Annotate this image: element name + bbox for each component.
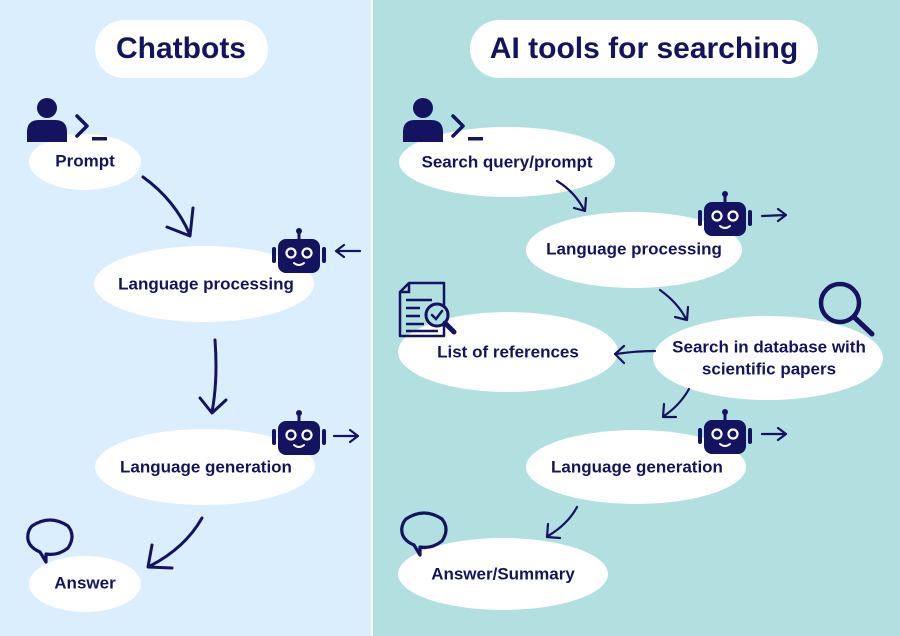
- arrow-into-robot: [334, 243, 362, 259]
- arrow-generation-to-answer: [146, 516, 204, 570]
- search-tools-title-pill: [470, 20, 818, 78]
- arrow-generation-to-answer: [545, 505, 579, 540]
- generation-label: Language generation: [120, 457, 292, 476]
- document-search-icon: [398, 281, 457, 338]
- processing-label: Language processing: [546, 239, 722, 258]
- chatbots-title-pill: [95, 20, 268, 78]
- answer-summary-node: [398, 538, 608, 610]
- generation-node: [95, 429, 315, 505]
- arrow-processing-to-database: [658, 288, 690, 322]
- answer-label: Answer: [54, 573, 116, 592]
- references-label: List of references: [437, 342, 579, 361]
- arrow-prompt-to-processing: [141, 175, 195, 238]
- arrow-database-to-generation: [661, 387, 691, 419]
- magnifier-icon: [818, 281, 875, 337]
- panel-divider: [371, 0, 373, 636]
- prompt-label: Prompt: [55, 151, 115, 170]
- processing-node: [526, 212, 742, 288]
- arrow-database-to-references: [613, 344, 657, 365]
- processing-label: Language processing: [118, 274, 294, 293]
- database-search-node: [653, 316, 883, 400]
- arrow-out-of-robot: [332, 428, 360, 444]
- query-label: Search query/prompt: [422, 152, 593, 171]
- search-tools-title: AI tools for searching: [490, 32, 798, 65]
- database-label-line1: Search in database with: [672, 337, 866, 356]
- arrow-query-to-processing: [555, 179, 588, 213]
- database-label-line2: scientific papers: [702, 359, 836, 378]
- answer-summary-label: Answer/Summary: [431, 564, 575, 583]
- arrow-out-of-robot: [760, 426, 788, 442]
- chatbots-title: Chatbots: [116, 32, 246, 65]
- answer-node: [29, 556, 141, 612]
- arrow-processing-to-generation: [198, 338, 228, 415]
- processing-node: [94, 246, 314, 322]
- generation-label: Language generation: [551, 457, 723, 476]
- query-node: [399, 127, 615, 197]
- prompt-node: [29, 134, 141, 190]
- arrow-out-of-robot: [760, 207, 788, 223]
- generation-node: [526, 430, 746, 504]
